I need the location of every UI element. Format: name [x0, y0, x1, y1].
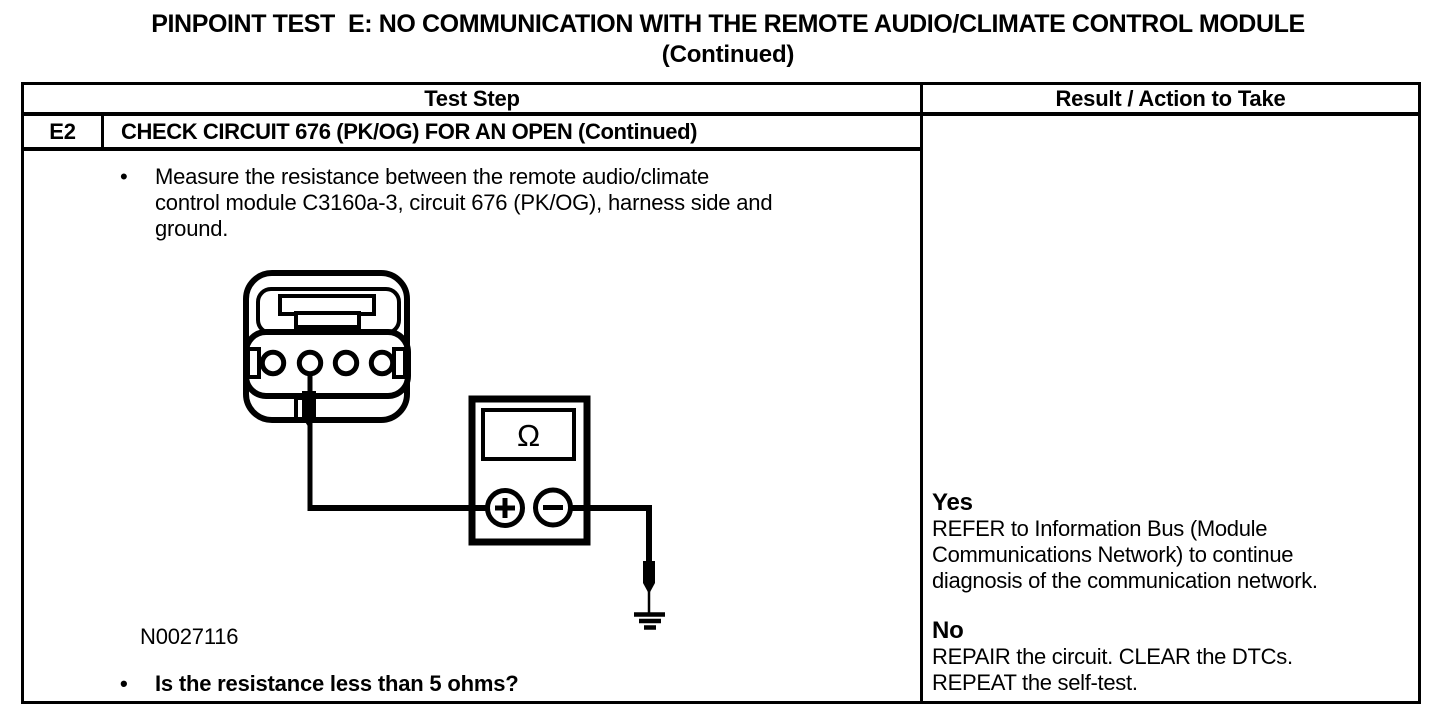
figure-label: N0027116	[140, 624, 239, 649]
page-title: PINPOINT TEST E: NO COMMUNICATION WITH T…	[151, 10, 1305, 38]
yes-action-line: diagnosis of the communication network.	[932, 568, 1318, 593]
instruction-item: • Measure the resistance between the rem…	[120, 164, 773, 242]
bullet-icon: •	[120, 671, 128, 696]
ground-connection	[634, 561, 665, 630]
bullet-icon: •	[120, 164, 128, 189]
test-probe-icon	[302, 391, 316, 428]
yes-result-block: Yes REFER to Information Bus (Module Com…	[932, 490, 1414, 594]
instruction-line: control module C3160a-3, circuit 676 (PK…	[155, 190, 773, 215]
connector-right-notch	[392, 347, 407, 379]
multimeter-illustration: Ω	[468, 395, 591, 546]
column-header-test-step: Test Step	[424, 85, 520, 111]
test-probe-icon	[643, 561, 655, 594]
connector-latch-tab	[294, 311, 361, 329]
instruction-line: ground.	[155, 216, 229, 241]
result-column: Yes REFER to Information Bus (Module Com…	[923, 116, 1418, 701]
yes-action-line: REFER to Information Bus (Module	[932, 516, 1268, 541]
connector-left-notch	[246, 347, 261, 379]
instruction-text: Measure the resistance between the remot…	[155, 164, 773, 242]
question-text: Is the resistance less than 5 ohms?	[155, 671, 519, 696]
ohm-symbol: Ω	[517, 418, 540, 453]
page-title-block: PINPOINT TEST E: NO COMMUNICATION WITH T…	[0, 10, 1456, 69]
no-result-block: No REPAIR the circuit. CLEAR the DTCs. R…	[932, 618, 1414, 696]
column-divider	[920, 85, 923, 701]
step-id: E2	[24, 116, 104, 147]
no-label: No	[932, 617, 964, 644]
connector-pin-4-icon	[368, 349, 396, 377]
connector-pin-1-icon	[259, 349, 287, 377]
page-title-continued: (Continued)	[661, 41, 795, 68]
yes-label: Yes	[932, 489, 973, 516]
pinpoint-test-table: Test Step Result / Action to Take E2 CHE…	[21, 82, 1421, 704]
multimeter-display	[481, 408, 576, 461]
wiring-diagram: Ω	[243, 270, 665, 630]
connector-illustration	[243, 270, 411, 423]
column-header-result-action: Result / Action to Take	[1055, 85, 1286, 111]
step-title: CHECK CIRCUIT 676 (PK/OG) FOR AN OPEN (C…	[121, 118, 698, 144]
question-item: • Is the resistance less than 5 ohms?	[120, 671, 519, 697]
step-header-row: E2 CHECK CIRCUIT 676 (PK/OG) FOR AN OPEN…	[24, 116, 920, 151]
connector-pin-2-icon	[296, 349, 324, 377]
connector-pin-3-icon	[332, 349, 360, 377]
no-action-line: REPAIR the circuit. CLEAR the DTCs.	[932, 644, 1293, 669]
yes-action-line: Communications Network) to continue	[932, 542, 1294, 567]
table-header-row: Test Step Result / Action to Take	[24, 85, 1418, 116]
instruction-line: Measure the resistance between the remot…	[155, 164, 709, 189]
multimeter-terminals	[485, 487, 573, 528]
no-action-line: REPEAT the self-test.	[932, 670, 1138, 695]
